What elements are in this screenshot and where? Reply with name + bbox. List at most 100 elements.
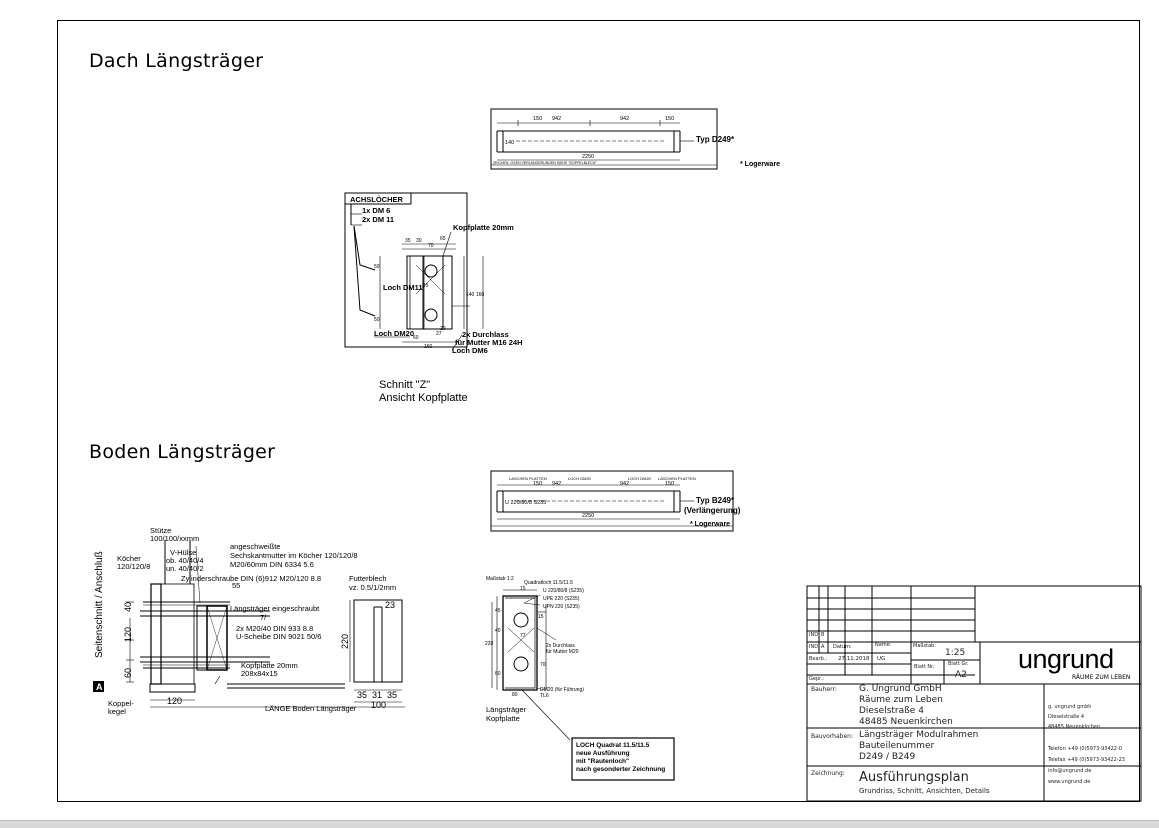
kpd-dim-8: 70: [540, 662, 546, 668]
title-block-lines: [806, 585, 1142, 802]
vhuelse-line3: un. 40/40/2: [166, 564, 204, 573]
tb-bauherr-line: G. Ungrund GmbH: [859, 684, 942, 694]
kp-dim-7: 140: [466, 292, 475, 298]
tb-contact-line: Telefax +49 (0)5973-93422-23: [1048, 757, 1125, 763]
section-marker-box: [93, 681, 104, 692]
kpd-caption2: Kopfplatte: [486, 714, 520, 723]
drawing-frame: [57, 20, 1140, 802]
kp-dim-4: 50: [374, 264, 380, 270]
eingeschraubt-label: Längsträger eingeschraubt: [230, 604, 320, 613]
dim-40: 40: [123, 602, 133, 612]
tb-bauvorhaben-line: D249 / B249: [859, 752, 916, 762]
kpd-dm20: DM20 (für Führung): [540, 687, 584, 693]
dach-small-note: ZEICHEN. GGEN VERLÄNGERUNGEN SIEHE "DOPP…: [493, 161, 597, 165]
kp-dim-11: 27: [436, 331, 442, 337]
boden-type-label1: Typ B249*: [696, 496, 735, 505]
loch-dm11-label: Loch DM11: [383, 283, 423, 292]
futterblech-line2: vz. 0.5/1/2mm: [349, 583, 396, 592]
kopfplatte-boden-line2: 208x84x15: [241, 669, 278, 678]
tb-bauherr-line: Dieselstraße 4: [859, 706, 924, 716]
koppel-line1: Koppel-: [108, 699, 134, 708]
kp-dim-10: 160: [424, 344, 433, 350]
tb-bauherr-line: 48485 Neuenkirchen: [859, 717, 953, 727]
tb-zeichnung-label: Zeichnung:: [811, 770, 845, 777]
kpd-tl6: TL6: [540, 693, 549, 699]
boden-label-3: LASCHEN PLATTEN: [658, 476, 696, 481]
dach-dim-3: 942: [620, 116, 629, 122]
angeschweisst-line2: Sechskantmutter im Köcher 120/120/8: [230, 551, 358, 560]
boden-profile: U 220/80/8 S235: [505, 500, 546, 506]
kpd-dim-7: 80: [512, 692, 518, 698]
vhuelse-line1: V-Hülse: [170, 548, 196, 557]
dach-lagerware: * Logerware: [740, 161, 780, 168]
tb-zeichnung-sub: Grundriss, Schnitt, Ansichten, Details: [859, 787, 990, 795]
tb-zeichnung-title: Ausführungsplan: [859, 770, 969, 785]
boden-elevation: [490, 470, 734, 532]
durchlass-line2: für Mutter M16 24H: [455, 338, 523, 347]
tb-blatt-nr: Blatt Nr.: [914, 664, 935, 670]
kpd-quadrat: Quadratloch 11.5/11.5: [524, 580, 573, 586]
kpd-caption1: Längsträger: [486, 705, 527, 714]
tb-bearb-label: Bearb.:: [809, 656, 828, 662]
loch-dm6-label: Loch DM6: [452, 346, 488, 355]
viewer-bottom-bar: [0, 820, 1159, 828]
tb-ind-a: IND.: [809, 644, 820, 650]
tb-massstab-value: 1:25: [945, 648, 966, 658]
tb-ind-b: IND.: [809, 632, 820, 638]
seitenschnitt-side-label: Seitenschnitt / Anschluß: [94, 551, 105, 658]
section-title-dach: Dach Längsträger: [89, 50, 264, 72]
boden-dim-3: 942: [620, 481, 629, 487]
tb-a: A: [821, 644, 825, 650]
tb-bauvorhaben-line: Längsträger Modulrahmen: [859, 730, 979, 740]
tb-company-block: g. ungrund gmbh Dieselstraße 4 48485 Neu…: [1048, 702, 1100, 732]
boden-label-2: LOCH DM20: [628, 476, 652, 481]
vhuelse-line2: ob. 40/40/4: [166, 556, 204, 565]
tb-company-line: 48485 Neuenkirchen: [1048, 724, 1101, 730]
tb-bearb-name: UG: [877, 656, 886, 662]
seitenschnitt-detail: [126, 540, 405, 708]
achslocher-line1: 1x DM 6: [362, 206, 390, 215]
futter-dim-100: 100: [371, 700, 386, 710]
angeschweisst-line3: M20/60mm DIN 6334 5.6: [230, 560, 314, 569]
dach-elevation: [490, 108, 718, 170]
kp-dim-5: 50: [374, 317, 380, 323]
kpd-durchlass2: für Mutter M20: [546, 649, 579, 655]
dim-60: 60: [123, 668, 133, 678]
laenge-label: LÄNGE Boden Längsträger: [265, 704, 357, 713]
kpd-dim-4: 40: [495, 628, 501, 634]
tb-contact-line: www.ungrund.de: [1048, 779, 1091, 785]
tb-blatt-gr-value: A2: [955, 670, 967, 680]
section-marker-letter: A: [96, 682, 103, 692]
boden-label-1: LOCH DM20: [568, 476, 592, 481]
kopfplatte-detail: [491, 589, 675, 781]
kpd-durchlass1: 2x Durchlass: [546, 643, 575, 649]
tb-b: B: [821, 632, 825, 638]
ungrund-logo: ungrund: [1018, 644, 1114, 674]
boden-label-0: LASCHEN PLATTEN: [509, 476, 547, 481]
m20-label: 2x M20/40 DIN 933 8.8: [236, 624, 313, 633]
dach-inner-h: 140: [505, 140, 514, 146]
dim-55: 55: [232, 581, 240, 590]
tb-name-label: Name:: [875, 642, 892, 648]
tb-contact-line: info@ungrund.de: [1048, 768, 1092, 774]
tb-bauherr-label: Bauherr:: [811, 686, 837, 693]
angeschweisst-line1: angeschweißte: [230, 542, 280, 551]
kpd-massstab: Maßstab 1:2: [486, 576, 514, 582]
futter-dim-220: 220: [340, 634, 350, 649]
schnitt-line1: Schnitt "Z": [379, 379, 430, 391]
kp-dim-6: 160: [476, 292, 485, 298]
tb-massstab-label: Maßstab:: [913, 643, 937, 649]
tb-blatt-gr: Blatt Gr.: [948, 661, 969, 667]
kpd-note2: neue Ausführung: [576, 750, 630, 757]
tb-bauherr-block: G. Ungrund GmbH Räume zum Leben Dieselst…: [859, 684, 953, 728]
boden-dim-1: 150: [533, 481, 542, 487]
kpd-dim-2: 45: [495, 608, 501, 614]
dach-dim-4: 150: [665, 116, 674, 122]
kp-dim-12: R5: [422, 283, 429, 289]
zylinder-label: Zylinderschraube DIN (6)912 M20/120 8.8: [181, 574, 321, 583]
kp-dim-8: 60: [413, 335, 419, 341]
uscheibe-label: U-Scheibe DIN 9021 50/6: [236, 632, 321, 641]
kp-dim-3: 65: [440, 236, 446, 242]
tb-bauvorhaben-block: Längsträger Modulrahmen Bauteilenummer D…: [859, 730, 978, 763]
loch-dm20-label: Loch DM20: [374, 329, 414, 338]
